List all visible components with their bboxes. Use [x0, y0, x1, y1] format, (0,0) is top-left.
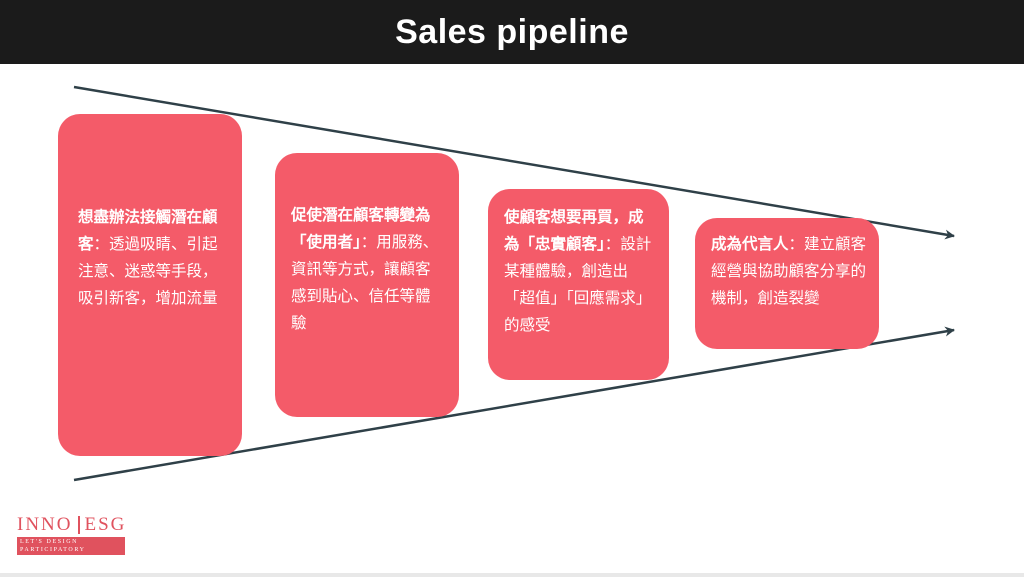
stage-1-text: ：透過吸睛、引起注意、迷惑等手段，吸引新客，增加流量 [78, 235, 218, 307]
stage-2-text: ：用服務、資訊等方式，讓顧客感到貼心、信任等體驗 [291, 233, 439, 332]
stage-box-4: 成為代言人：建立顧客經營與協助顧客分享的機制，創造裂變 [695, 218, 879, 349]
stage-box-3: 使顧客想要再買，成為「忠實顧客」：設計某種體驗，創造出「超值」「回應需求」的感受 [488, 189, 669, 380]
stage-2-heading: 促使潛在顧客轉變為「使用者」 [291, 206, 431, 251]
stage-1-heading: 想盡辦法接觸潛在顧客 [78, 208, 218, 253]
page-title: Sales pipeline [395, 12, 629, 51]
logo-left-text: INNO [17, 514, 73, 535]
brand-logo: INNO ESG LET'S DESIGN PARTICIPATORY [17, 515, 127, 555]
stage-box-1: 想盡辦法接觸潛在顧客：透過吸睛、引起注意、迷惑等手段，吸引新客，增加流量 [58, 114, 242, 456]
stage-3-text: ：設計某種體驗，創造出「超值」「回應需求」的感受 [504, 235, 652, 334]
title-bar: Sales pipeline [0, 0, 1024, 64]
stage-box-2: 促使潛在顧客轉變為「使用者」：用服務、資訊等方式，讓顧客感到貼心、信任等體驗 [275, 153, 459, 417]
logo-wordmark: INNO ESG [17, 515, 127, 535]
logo-tagline: LET'S DESIGN PARTICIPATORY [17, 537, 125, 555]
bottom-divider [0, 573, 1024, 577]
logo-separator [77, 516, 80, 534]
stage-4-text: ：建立顧客經營與協助顧客分享的機制，創造裂變 [711, 235, 867, 307]
stage-3-heading: 使顧客想要再買，成為「忠實顧客」 [504, 208, 644, 253]
upper-arrow-icon [73, 85, 955, 240]
stage-4-heading: 成為代言人 [711, 235, 789, 253]
logo-right-text: ESG [84, 514, 127, 535]
